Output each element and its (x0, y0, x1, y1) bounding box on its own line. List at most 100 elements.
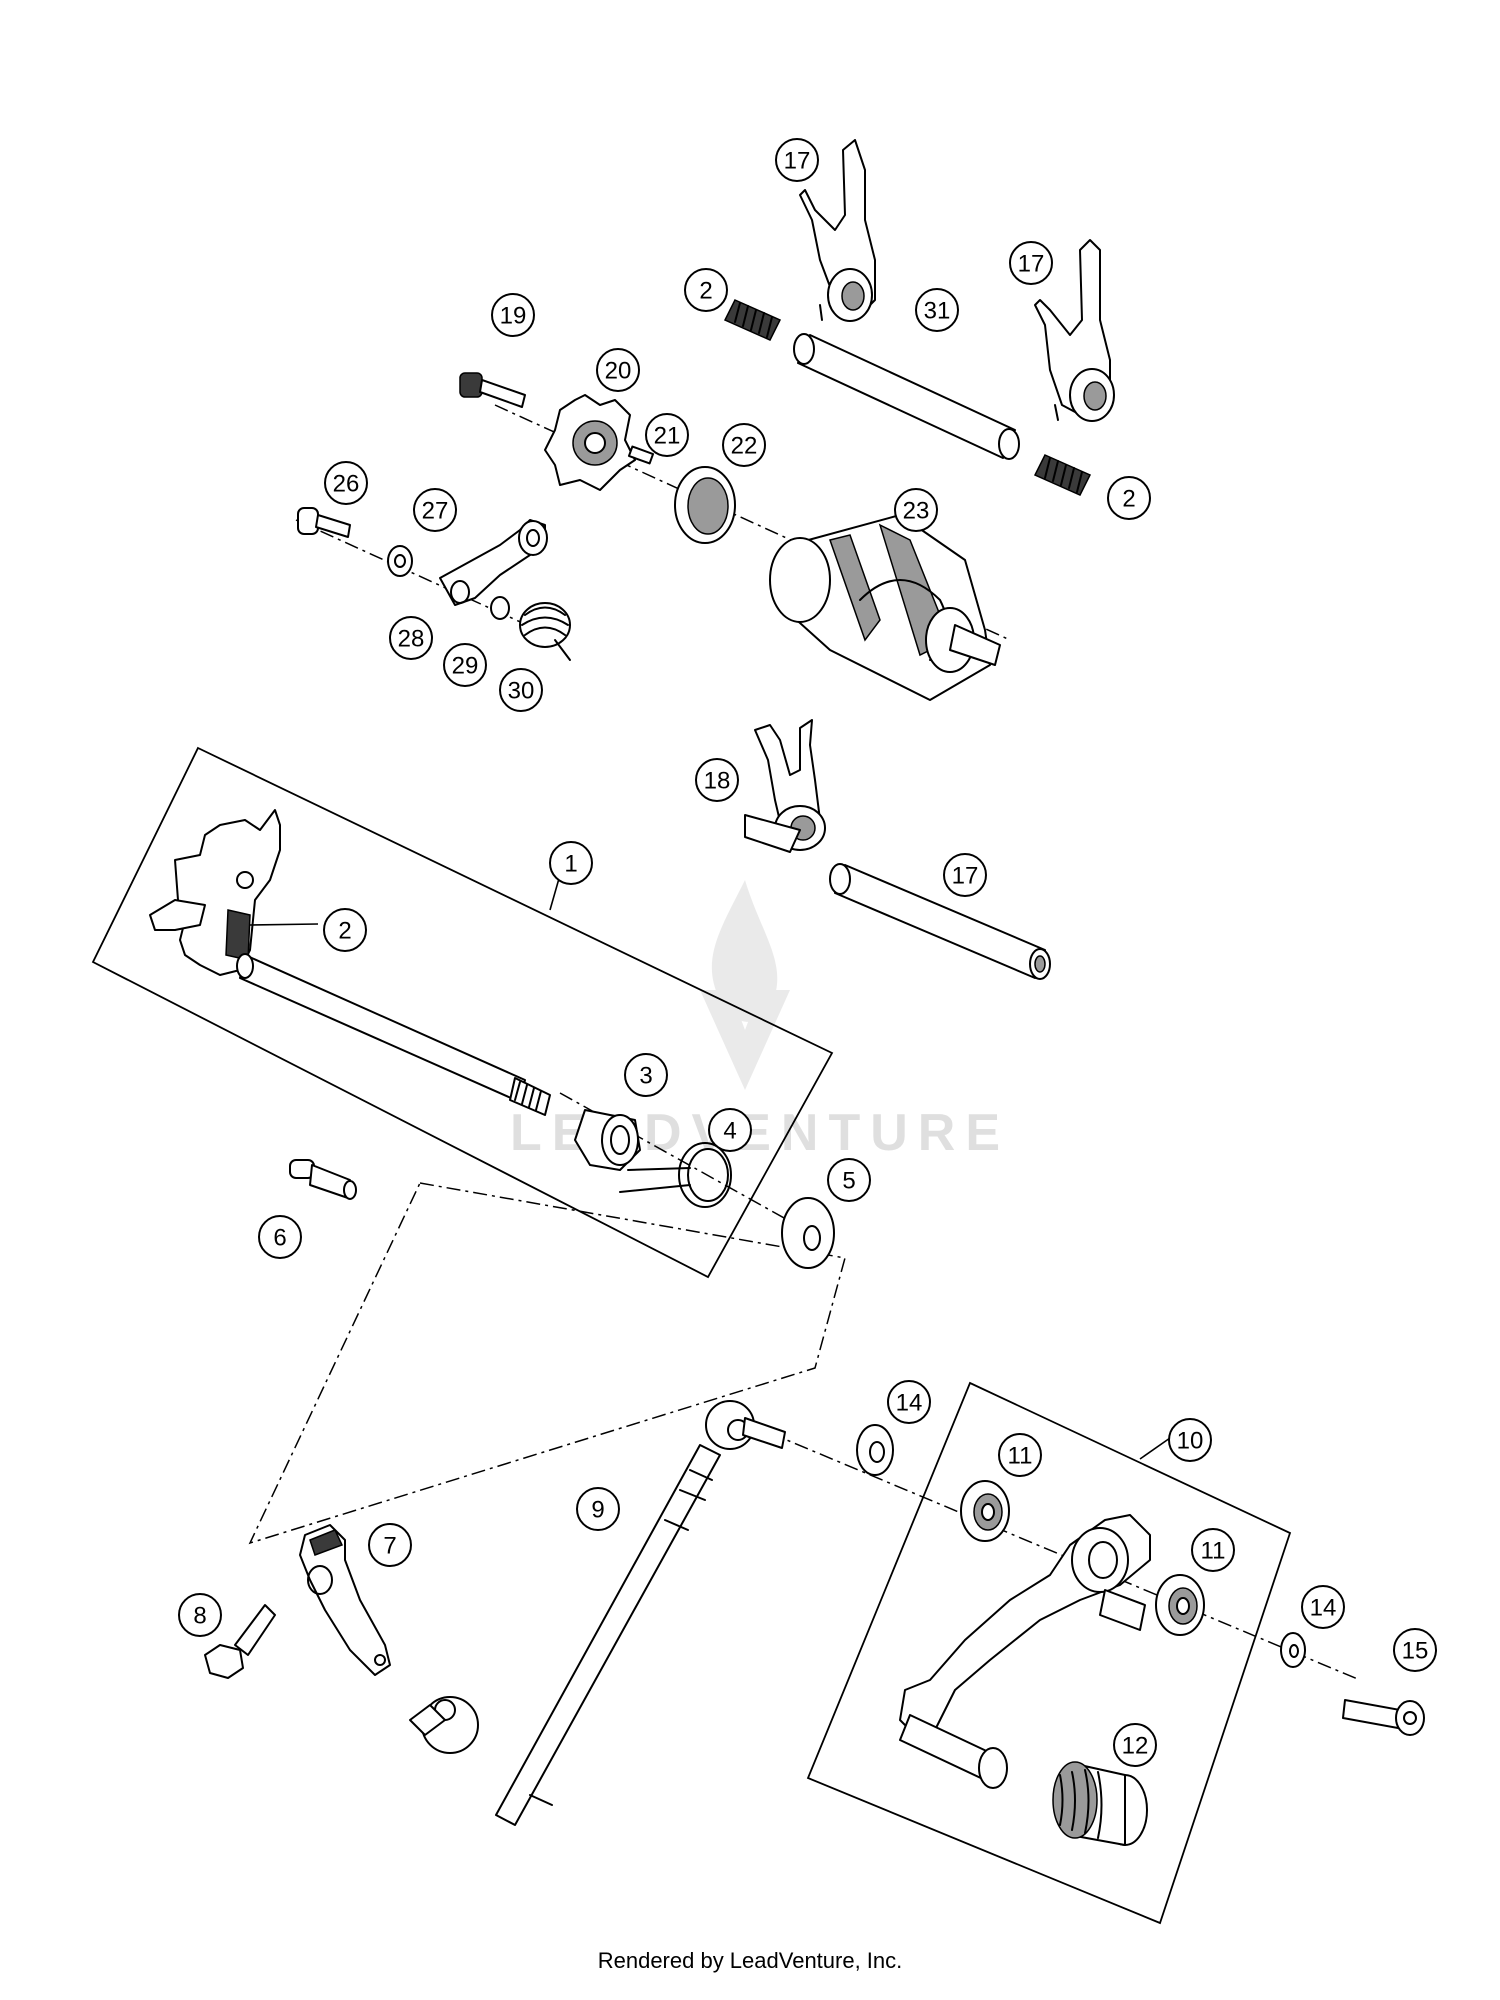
shift-arm-7 (299, 1524, 391, 1676)
callout-1: 1 (549, 841, 593, 885)
watermark-v-icon (700, 990, 790, 1090)
callout-22: 22 (722, 423, 766, 467)
svg-text:29: 29 (452, 653, 479, 680)
callout-19: 19 (491, 293, 535, 337)
bolt-8 (204, 1604, 276, 1679)
leader-10 (1139, 1437, 1171, 1460)
svg-text:2: 2 (1122, 486, 1135, 513)
svg-text:12: 12 (1122, 1733, 1149, 1760)
callout-18: 18 (695, 758, 739, 802)
dashdot-linkage-outline (248, 1182, 846, 1545)
group-box-shift-shaft (91, 746, 834, 1279)
washer-14-upper (856, 1424, 894, 1476)
callout-2-shaft: 2 (323, 908, 367, 952)
svg-text:11: 11 (1201, 1538, 1226, 1565)
svg-text:22: 22 (731, 433, 758, 460)
screw-26 (297, 507, 351, 538)
washer-27 (387, 545, 413, 577)
callout-2-right: 2 (1107, 476, 1151, 520)
svg-text:20: 20 (605, 358, 632, 385)
svg-text:2: 2 (699, 278, 712, 305)
svg-text:1: 1 (564, 851, 577, 878)
svg-text:14: 14 (1310, 1595, 1337, 1622)
svg-text:8: 8 (193, 1603, 206, 1630)
svg-text:19: 19 (500, 303, 527, 330)
linkage-rod-9 (409, 1400, 786, 1826)
callout-4: 4 (708, 1108, 752, 1152)
svg-text:15: 15 (1402, 1638, 1429, 1665)
return-spring-4 (619, 1142, 732, 1208)
shift-drum-locating-20 (544, 394, 636, 491)
callout-23: 23 (894, 488, 938, 532)
spring-upper-right (1033, 454, 1092, 496)
footer-credit: Rendered by LeadVenture, Inc. (597, 1948, 903, 1973)
callout-16-top: 17 (775, 138, 819, 182)
rubber-peg-12 (1052, 1761, 1148, 1846)
callout-29: 29 (443, 643, 487, 687)
callout-3: 3 (624, 1053, 668, 1097)
svg-text:23: 23 (903, 498, 930, 525)
svg-text:31: 31 (924, 298, 951, 325)
callout-15: 15 (1393, 1628, 1437, 1672)
callout-6: 6 (258, 1215, 302, 1259)
locking-lever-28 (439, 519, 548, 606)
svg-text:6: 6 (273, 1225, 286, 1252)
callout-28: 28 (389, 616, 433, 660)
spring-upper-left (723, 299, 782, 341)
leader-2-shaft (249, 923, 319, 926)
fork-rod-31 (793, 333, 1020, 460)
callout-26: 26 (324, 461, 368, 505)
svg-text:7: 7 (383, 1533, 396, 1560)
callout-12: 12 (1113, 1723, 1157, 1767)
shift-fork-upper (799, 139, 876, 322)
screw-19 (459, 372, 526, 408)
callout-14-upper: 14 (887, 1380, 931, 1424)
callout-14-lower: 14 (1301, 1585, 1345, 1629)
shift-shaft-1 (149, 809, 551, 1116)
shift-fork-18 (744, 719, 826, 853)
bolt-15 (1342, 1699, 1425, 1736)
svg-text:30: 30 (508, 678, 535, 705)
callout-8: 8 (178, 1593, 222, 1637)
callout-9: 9 (576, 1487, 620, 1531)
pin-21 (627, 445, 655, 465)
watermark-flame-icon (711, 880, 778, 1022)
callout-30: 30 (499, 668, 543, 712)
shift-lever-10 (899, 1514, 1151, 1789)
svg-text:26: 26 (333, 471, 360, 498)
bearing-11-upper (960, 1480, 1010, 1542)
svg-text:27: 27 (422, 498, 449, 525)
bearing-11-lower (1155, 1574, 1205, 1636)
bolt-6 (289, 1159, 357, 1200)
group-box-shift-lever (806, 1381, 1292, 1925)
ring-22 (674, 466, 736, 544)
svg-text:17: 17 (952, 863, 979, 890)
svg-text:10: 10 (1177, 1428, 1204, 1455)
washer-29 (490, 596, 510, 620)
shift-drum-23 (769, 514, 1001, 701)
svg-text:14: 14 (896, 1390, 923, 1417)
svg-text:17: 17 (784, 148, 811, 175)
callout-11-lower: 11 (1191, 1528, 1235, 1572)
svg-text:17: 17 (1018, 251, 1045, 278)
callout-7: 7 (368, 1523, 412, 1567)
callout-2-upper: 2 (684, 268, 728, 312)
callout-21: 21 (645, 413, 689, 457)
callout-10: 10 (1168, 1418, 1212, 1462)
shift-fork-right (1034, 239, 1115, 422)
callout-11-upper: 11 (998, 1433, 1042, 1477)
torsion-spring-30 (519, 602, 571, 661)
callout-31: 31 (915, 288, 959, 332)
bushing-3 (574, 1109, 641, 1171)
fork-rod-17 (829, 863, 1051, 980)
svg-text:3: 3 (639, 1063, 652, 1090)
callout-20: 20 (596, 348, 640, 392)
callout-5: 5 (827, 1158, 871, 1202)
svg-text:9: 9 (591, 1497, 604, 1524)
centerline-shift-lever (769, 1432, 1361, 1681)
svg-text:4: 4 (723, 1118, 736, 1145)
washer-14-lower (1280, 1632, 1306, 1668)
svg-text:18: 18 (704, 768, 731, 795)
centerline-locking-lever (295, 519, 561, 641)
